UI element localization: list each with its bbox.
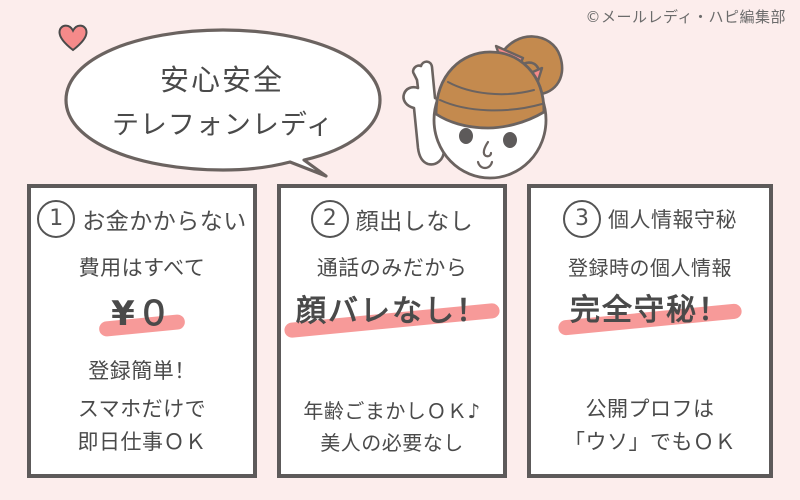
card-2-detail-3: 美人の必要なし <box>320 431 464 455</box>
benefit-card-list: 1 お金かからない 費用はすべて ¥０ 登録簡単！ スマホだけで 即日仕事ＯＫ … <box>0 184 800 484</box>
pointing-hand-icon <box>402 60 446 166</box>
benefit-card-3[interactable]: 3 個人情報守秘 登録時の個人情報 完全守秘！ 公開プロフは 「ウソ」でもＯＫ <box>527 184 773 478</box>
card-2-detail-2: 年齢ごまかしＯＫ♪ <box>303 399 481 423</box>
card-3-header: 3 個人情報守秘 <box>563 200 737 238</box>
card-3-subline: 登録時の個人情報 <box>568 256 732 280</box>
card-2-number-badge: 2 <box>310 200 349 238</box>
card-1-heading: お金かからない <box>82 209 247 235</box>
card-1-detail-1: 登録簡単！ <box>88 359 196 383</box>
card-2-heading: 顔出しなし <box>355 209 474 235</box>
mouth <box>476 160 494 170</box>
card-2-header: 2 顔出しなし <box>310 200 474 238</box>
card-1-number-badge: 1 <box>37 200 76 238</box>
nose <box>482 140 493 158</box>
copyright-notice: ©メールレディ・ハピ編集部 <box>585 8 786 26</box>
card-1-header: 1 お金かからない <box>37 200 247 238</box>
benefit-card-2[interactable]: 2 顔出しなし 通話のみだから 顔バレなし！ 年齢ごまかしＯＫ♪ 美人の必要なし <box>277 184 507 478</box>
card-2-details: 年齢ごまかしＯＫ♪ 美人の必要なし <box>303 395 480 456</box>
card-1-details: 登録簡単！ スマホだけで 即日仕事ＯＫ <box>78 355 207 456</box>
eyes <box>459 128 517 148</box>
card-1-detail-2: スマホだけで <box>77 397 207 421</box>
card-3-emphasis-text: 完全守秘！ <box>570 293 730 328</box>
card-1-subline: 費用はすべて <box>78 256 206 280</box>
card-1-detail-3: 即日仕事ＯＫ <box>77 430 207 454</box>
card-3-number-badge: 3 <box>563 200 601 238</box>
card-3-emphasis: 完全守秘！ <box>557 285 743 336</box>
card-3-heading: 個人情報守秘 <box>608 208 737 232</box>
card-1-emphasis: ¥０ <box>98 286 186 338</box>
card-1-emphasis-text: ¥０ <box>111 294 173 334</box>
card-3-details: 公開プロフは 「ウソ」でもＯＫ <box>564 393 736 456</box>
card-2-emphasis-text: 顔バレなし！ <box>296 294 488 329</box>
card-2-emphasis: 顔バレなし！ <box>283 286 501 339</box>
speech-bubble-shape <box>64 28 382 178</box>
hair-front <box>434 50 546 130</box>
card-2-subline: 通話のみだから <box>316 256 468 280</box>
speech-bubble: 安心安全 テレフォンレディ <box>58 24 388 184</box>
character-illustration <box>392 8 592 188</box>
card-3-detail-2: 公開プロフは <box>585 397 715 421</box>
card-3-detail-3: 「ウソ」でもＯＫ <box>564 430 736 454</box>
benefit-card-1[interactable]: 1 お金かからない 費用はすべて ¥０ 登録簡単！ スマホだけで 即日仕事ＯＫ <box>27 184 257 478</box>
